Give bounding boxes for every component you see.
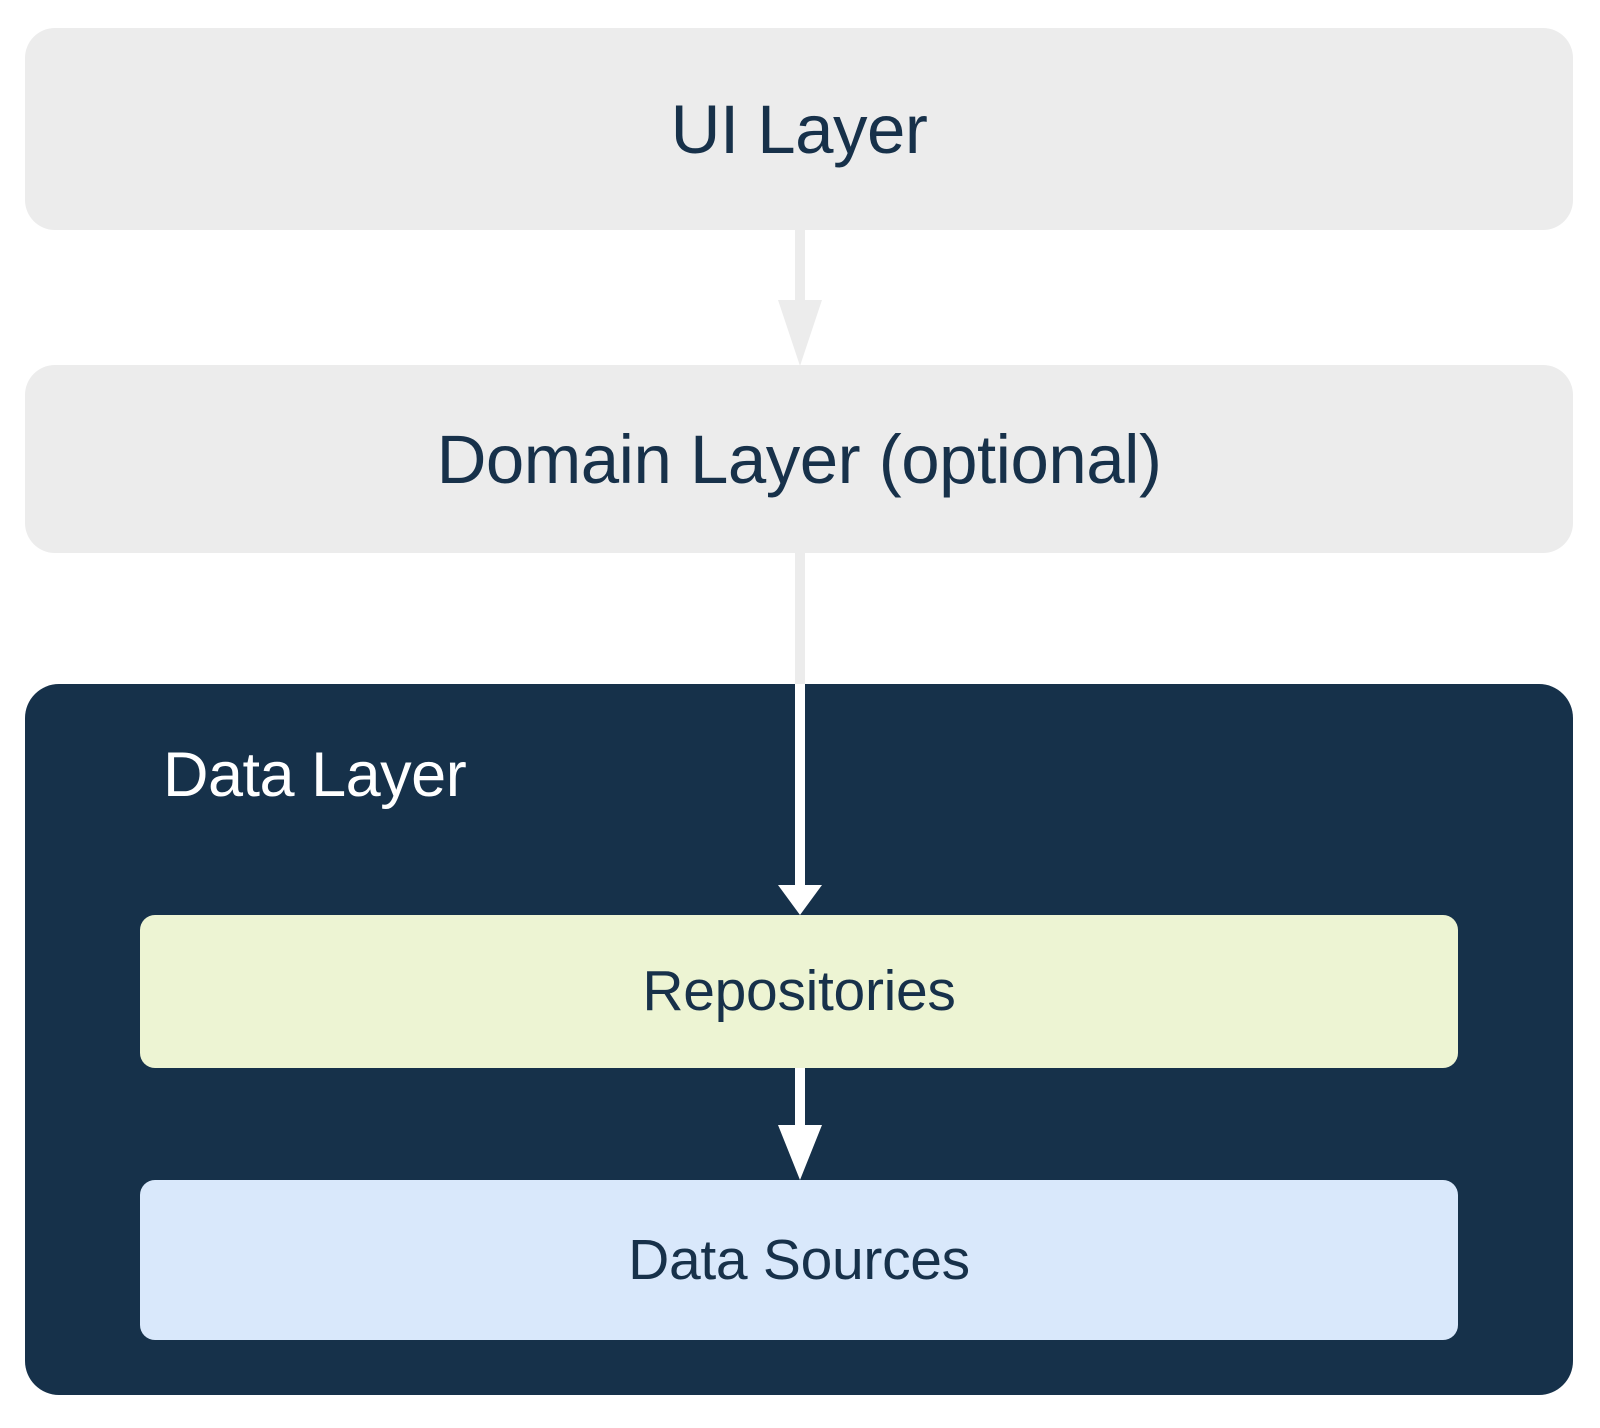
- arrow-domain-to-repositories-head-icon: [760, 684, 840, 915]
- data-sources-label: Data Sources: [628, 1227, 970, 1292]
- arrow-repositories-to-data-sources-icon: [760, 1068, 840, 1180]
- repositories-label: Repositories: [642, 959, 956, 1023]
- data-sources-box: Data Sources: [140, 1180, 1458, 1340]
- arrow-domain-to-repositories-shaft-icon: [760, 553, 840, 685]
- arrow-ui-to-domain-icon: [760, 230, 840, 366]
- data-layer-label: Data Layer: [163, 740, 467, 810]
- domain-layer-box: Domain Layer (optional): [25, 365, 1573, 553]
- data-layer-box: Data Layer Repositories Data Sources: [25, 684, 1573, 1395]
- ui-layer-label: UI Layer: [670, 90, 928, 168]
- ui-layer-box: UI Layer: [25, 28, 1573, 230]
- repositories-box: Repositories: [140, 915, 1458, 1068]
- domain-layer-label: Domain Layer (optional): [436, 420, 1162, 498]
